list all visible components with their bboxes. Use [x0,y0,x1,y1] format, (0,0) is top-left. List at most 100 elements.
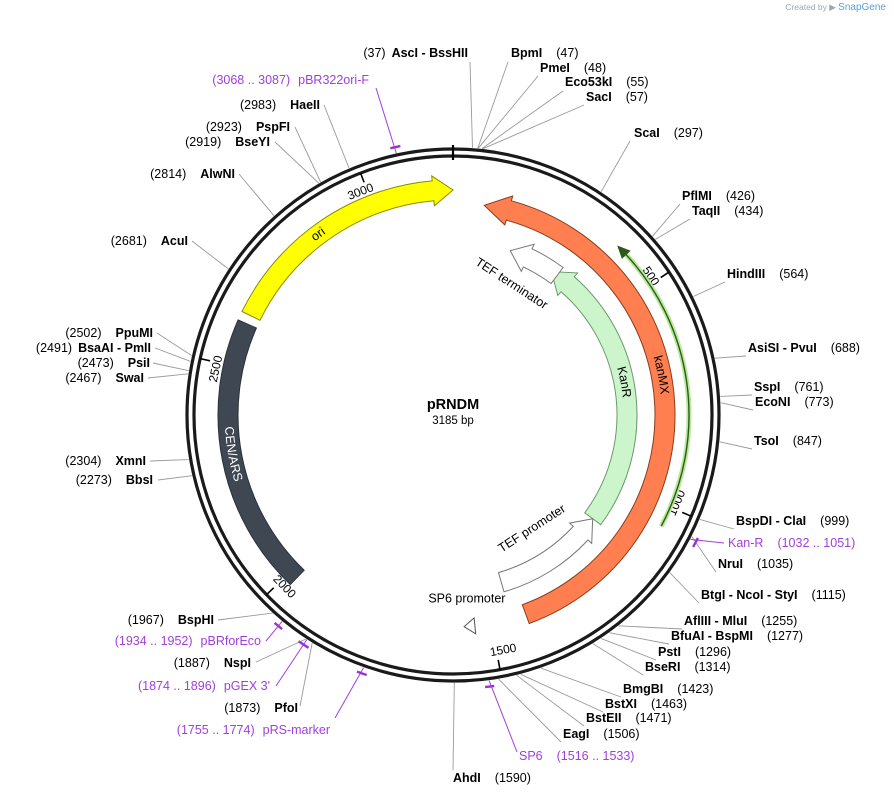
primer-range: (1032 .. 1051) [777,536,855,550]
site-leader-line [477,61,509,149]
primer-range: (1516 .. 1533) [557,749,635,763]
site-number: (2467) [65,371,101,385]
site-leader-line [618,625,683,630]
primer-binding-mark [273,621,283,631]
site-number: (1035) [757,557,793,571]
site-number: (1296) [695,645,731,659]
site-leader-line [540,667,622,698]
feature-kanr [550,271,638,526]
site-leader-line [481,90,564,149]
site-name: Eco53kI [565,75,612,89]
site-number: (2273) [76,473,112,487]
site-number: (2491) [36,341,72,355]
site-label: (1873)PfoI [224,701,298,715]
site-label: (2304)XmnI [65,454,146,468]
feature-kanmx [483,195,676,625]
site-label: (2273)BbsI [76,473,153,487]
site-name: EcoNI [755,395,790,409]
site-leader-line [655,218,691,240]
site-leader-line [592,643,644,676]
primer-name: pBR322ori-F [298,73,369,87]
site-label: BpmI(47) [511,46,578,60]
site-leader-line [720,394,753,397]
primer-name: pGEX 3' [224,679,270,693]
site-name: XmnI [115,454,146,468]
site-leader-line [482,104,585,150]
site-label: BtgI - NcoI - StyI (1115) [701,588,846,602]
site-label: (37)AscI - BssHII [363,46,468,60]
site-name: BseYI [235,135,270,149]
site-number: (761) [794,380,823,394]
site-labels: (37)AscI - BssHII BpmI(47) PmeI(48) Eco5… [36,46,860,785]
site-number: (1423) [677,682,713,696]
site-name: PfoI [274,701,298,715]
site-number: (1314) [694,660,730,674]
primer-leader-line [334,667,365,719]
site-label: PmeI(48) [540,61,606,75]
branding-name: SnapGene [838,2,886,13]
primer-label: (1874 .. 1896) pGEX 3' [138,679,270,693]
primer-labels: (3068 .. 3087) pBR322ori-F Kan-R (1032 .. … [115,73,856,763]
kan-r-primer-line [623,251,690,527]
site-label: AhdI(1590) [453,771,531,785]
primer-range: (1934 .. 1952) [115,634,193,648]
site-label: NruI(1035) [718,557,793,571]
site-label: EcoNI(773) [755,395,834,409]
primer-range: (1874 .. 1896) [138,679,216,693]
site-name: BspDI - ClaI [736,514,806,528]
site-leader-line [477,75,539,149]
tick-mark [660,271,670,279]
site-label: Eco53kI(55) [565,75,649,89]
feature-sp6-promoter [463,616,477,635]
site-name: BsaAI - PmlI [78,341,151,355]
plasmid-length: 3185 bp [432,415,474,427]
kan-r-primer-arrow [617,245,631,259]
site-name: EagI [563,727,589,741]
site-name: AscI - BssHII [392,46,468,60]
primer-label: SP6 (1516 .. 1533) [519,749,634,763]
site-name: PsiI [128,356,150,370]
site-label: (2467)SwaI [65,371,144,385]
site-label: BfuAI - BspMI(1277) [671,629,803,643]
tick-label: 2500 [206,354,226,383]
primer-range: (3068 .. 3087) [212,73,290,87]
site-name: BtgI - NcoI - StyI [701,588,798,602]
tick-mark [681,511,692,518]
site-label: (2473)PsiI [78,356,150,370]
site-number: (57) [626,90,648,104]
primer-label: (1934 .. 1952)pBRforEco [115,634,261,648]
tick-mark [265,587,275,596]
primer-name: SP6 [519,749,543,763]
site-leader-line [217,612,273,621]
site-leader-line [669,572,700,604]
site-label: BstXI(1463) [605,697,687,711]
site-label: EagI(1506) [563,727,640,741]
site-leader-line [156,332,192,356]
site-leader-line [147,373,189,379]
site-name: PflMI [682,189,712,203]
site-number: (297) [674,126,703,140]
primer-leader-line [488,680,518,753]
site-number: (1115) [812,588,846,602]
site-label: SspI (761) [754,380,824,394]
primer-range: (1755 .. 1774) [177,723,255,737]
site-leader-line [520,673,604,713]
primer-leader-line [375,87,397,154]
site-name: BmgBI [623,682,663,696]
site-name: SacI [586,90,612,104]
site-number: (2923) [206,120,242,134]
snapgene-logo-icon: ▶ [829,2,836,12]
site-leader-line [609,632,670,645]
site-leader-line [699,518,735,530]
site-label: (2814)AlwNI [150,167,235,181]
site-name: HaeII [290,98,320,112]
site-name: TsoI [754,434,779,448]
site-name: SspI [754,380,780,394]
site-label: (2983)HaeII [240,98,320,112]
tick-mark [200,357,211,362]
site-leader-line [157,475,193,481]
leader-lines [147,61,754,771]
site-label: (2491) BsaAI - PmlI [36,341,151,355]
primer-name: Kan-R [728,536,763,550]
